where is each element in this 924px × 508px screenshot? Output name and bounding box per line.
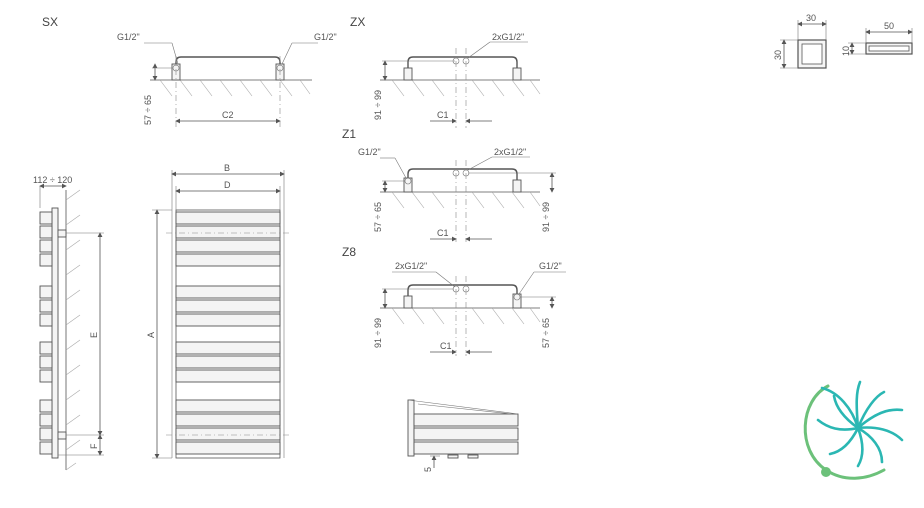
zx-floor-hatch <box>391 79 541 97</box>
z1-dim-91-99: 91 ÷ 99 <box>541 202 551 232</box>
z8-c1: C1 <box>440 341 452 351</box>
zx-c1: C1 <box>437 110 449 120</box>
detail-view: 5 <box>407 399 519 472</box>
z8-dim-57-65: 57 ÷ 65 <box>541 318 551 348</box>
z1-g12: G1/2" <box>358 147 381 157</box>
z1-floor-hatch <box>391 191 541 209</box>
front-dim-b: B <box>224 163 230 173</box>
upper-bracket <box>57 229 67 238</box>
front-dim-d: D <box>224 180 231 190</box>
dandelion-logo <box>803 380 904 480</box>
detail-dim-5: 5 <box>423 467 433 472</box>
side-dim-112-120: 112 ÷ 120 <box>33 175 72 185</box>
side-dim-f: F <box>89 443 99 449</box>
z1-c1: C1 <box>437 228 449 238</box>
z1-dim-57-65: 57 ÷ 65 <box>373 202 383 232</box>
sx-title: SX <box>42 15 58 29</box>
flat-profile: 50 10 <box>841 21 913 56</box>
z8-floor-hatch <box>391 307 541 325</box>
z8-dim-91-99: 91 ÷ 99 <box>373 318 383 348</box>
z1-2xg12: 2xG1/2" <box>494 147 526 157</box>
z1-title: Z1 <box>342 127 356 141</box>
z8-title: Z8 <box>342 245 356 259</box>
square-profile-height: 30 <box>773 50 783 60</box>
front-dim-a: A <box>146 332 156 338</box>
sx-view: SX G1/2" G1/2" 57 ÷ 65 <box>42 15 337 128</box>
side-wall-hatch <box>65 189 81 471</box>
z8-view: Z8 2xG1/2" G1/2" 91 ÷ 99 57 ÷ 65 <box>342 245 566 356</box>
flat-profile-height: 10 <box>841 46 851 56</box>
sx-c2: C2 <box>222 110 234 120</box>
zx-dim-91-99: 91 ÷ 99 <box>373 90 383 120</box>
flat-profile-width: 50 <box>884 21 894 31</box>
square-profile-width: 30 <box>806 13 816 23</box>
front-bars <box>175 211 281 455</box>
zx-2xg12: 2xG1/2" <box>492 32 524 42</box>
zx-title: ZX <box>350 15 365 29</box>
sx-floor-hatch <box>159 79 311 97</box>
side-view: 112 ÷ 120 E F <box>33 175 104 471</box>
zx-view: ZX 2xG1/2" 91 ÷ 99 C1 <box>350 15 541 128</box>
front-frame <box>175 209 281 459</box>
side-dim-e: E <box>89 332 99 338</box>
z1-view: Z1 G1/2" 2xG1/2" 57 ÷ 65 91 ÷ 99 <box>342 127 556 242</box>
sx-dim-57-65: 57 ÷ 65 <box>143 95 153 125</box>
square-profile: 30 30 <box>773 13 827 69</box>
sx-g12-left: G1/2" <box>117 32 140 42</box>
z8-g12: G1/2" <box>539 261 562 271</box>
z8-2xg12: 2xG1/2" <box>395 261 427 271</box>
sx-g12-right: G1/2" <box>314 32 337 42</box>
lower-bracket <box>57 431 67 440</box>
front-view: B D A <box>146 163 290 459</box>
